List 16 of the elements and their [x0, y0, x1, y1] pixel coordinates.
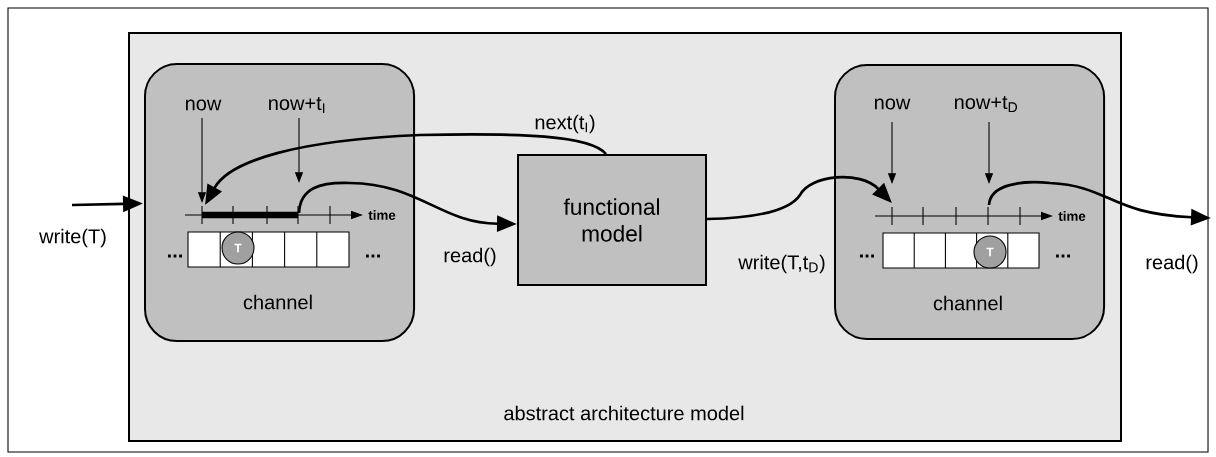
- edge-label: write(T,t$_{D}$): [738, 254, 825, 274]
- edge-label: read(): [1146, 254, 1198, 274]
- edge-label: write(T): [39, 228, 106, 248]
- time-point-label: now: [186, 99, 222, 111]
- edge-label: read(): [444, 247, 496, 267]
- ellipsis: ...: [366, 254, 380, 258]
- edge-label: next(t$_{I}$): [535, 114, 595, 134]
- ellipsis: ...: [860, 254, 874, 258]
- ellipsis: ...: [1056, 254, 1070, 258]
- time-point-label: now+t$_{I}$: [269, 97, 325, 113]
- time-point-label: now+t$_{D}$: [955, 96, 1017, 112]
- ellipsis: ...: [168, 254, 182, 258]
- process-box: functional model: [517, 154, 707, 286]
- time-point-label: now: [875, 98, 911, 110]
- axis-label: time: [368, 210, 396, 220]
- axis-label: time: [1058, 211, 1086, 221]
